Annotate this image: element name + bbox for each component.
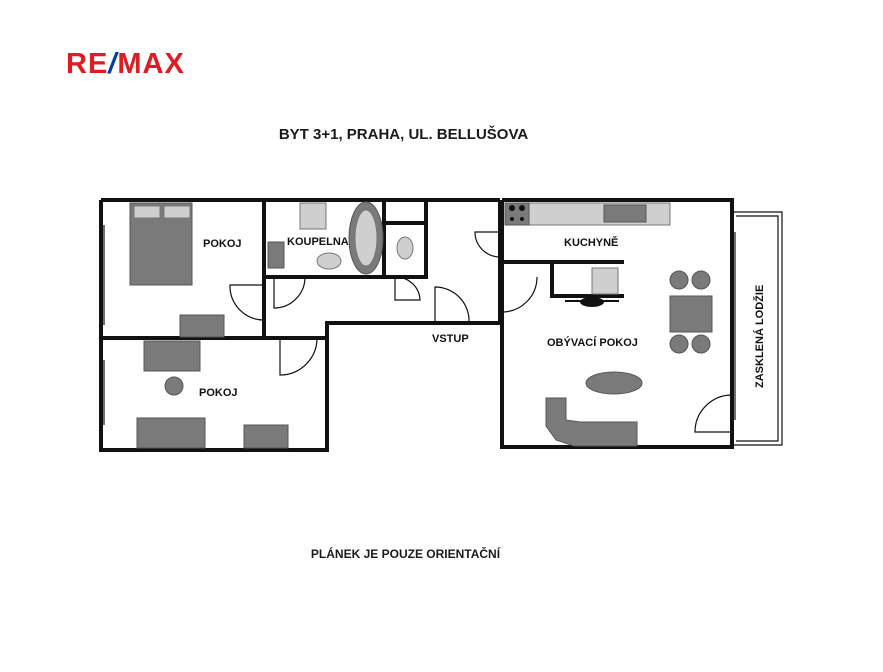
sink <box>316 252 342 270</box>
dresser <box>179 314 225 338</box>
logo-max: MAX <box>117 48 185 80</box>
door-pokoj-bottom <box>279 337 318 376</box>
sofa <box>545 397 638 447</box>
walls <box>99 198 783 452</box>
label-kuchyne: KUCHYNĚ <box>564 236 618 249</box>
label-lodzie: ZASKLENÁ LODŽIE <box>753 285 766 388</box>
door-wc <box>394 276 421 301</box>
door-obyvaci <box>501 276 538 313</box>
doors <box>229 231 733 433</box>
desk <box>143 340 201 372</box>
logo-re: RE <box>66 48 109 80</box>
label-pokoj-top: POKOJ <box>203 238 242 250</box>
stove <box>504 202 530 226</box>
disclaimer-text: PLÁNEK JE POUZE ORIENTAČNÍ <box>310 547 501 561</box>
plan-title: BYT 3+1, PRAHA, UL. BELLUŠOVA <box>0 126 883 143</box>
label-vstup: VSTUP <box>432 333 469 345</box>
label-pokoj-bottom: POKOJ <box>199 387 238 399</box>
door-lodzie <box>694 394 733 433</box>
door-vstup <box>434 286 470 324</box>
plan-title-text: BYT 3+1, PRAHA, UL. BELLUŠOVA <box>278 126 529 143</box>
cabinet <box>243 424 289 449</box>
label-obyvaci-pokoj: OBÝVACÍ POKOJ <box>547 336 638 349</box>
door-koupelna <box>273 276 306 309</box>
wardrobe <box>136 417 206 449</box>
fridge <box>591 267 619 295</box>
label-koupelna: KOUPELNA <box>287 236 349 248</box>
sink-counter <box>299 202 327 230</box>
bath-cabinet <box>267 241 285 269</box>
coffee-table <box>585 371 643 395</box>
chair <box>164 376 184 396</box>
dining-table <box>669 295 713 333</box>
remax-logo: RE/MAX <box>66 49 185 79</box>
logo-slash: / <box>108 48 118 80</box>
room-labels: POKOJ KOUPELNA KUCHYNĚ VSTUP OBÝVACÍ POK… <box>199 236 766 399</box>
kitchen-sink <box>603 204 647 223</box>
furniture <box>129 201 713 449</box>
disclaimer: PLÁNEK JE POUZE ORIENTAČNÍ <box>0 547 883 561</box>
toilet <box>396 236 414 260</box>
door-pokoj-top <box>229 284 265 321</box>
door-kuchyne-hall <box>474 231 501 258</box>
